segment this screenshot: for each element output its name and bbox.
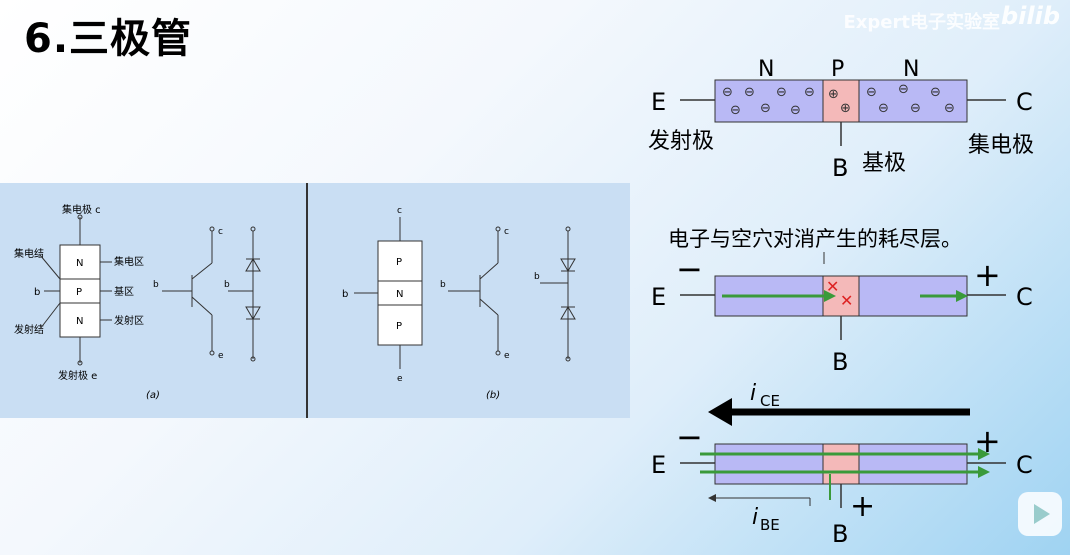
diagram-label: C	[1016, 451, 1033, 479]
diagram-label: N	[758, 57, 774, 82]
diagram-label: 基极	[862, 151, 906, 176]
diagram-label: b	[34, 287, 40, 298]
transistor-structure-panel: 集电极 c N P N 集电结 集电区 b 基区 发射结 发射区 发射极 e (…	[0, 183, 630, 418]
diagram-label: −	[676, 418, 703, 456]
svg-text:⊖: ⊖	[722, 85, 733, 100]
diagram-label: +	[850, 489, 875, 524]
emitter-junction-label: 发射结	[14, 323, 44, 336]
collector-junction-label: 集电结	[14, 247, 44, 260]
diagram-label: CE	[760, 392, 780, 410]
collector-top-label: 集电极 c	[62, 203, 101, 216]
svg-text:⊕: ⊕	[840, 101, 851, 116]
panel-divider	[306, 183, 308, 418]
diagram-label: b	[342, 289, 348, 300]
diagram-label: b	[534, 272, 540, 282]
diagram-label: P	[76, 287, 82, 298]
diagram-label: c	[218, 227, 223, 237]
npn-symbol	[162, 226, 215, 356]
bilibili-logo: bilib	[1000, 2, 1060, 30]
diagram-label: +	[974, 256, 1001, 294]
diagram-label: −	[676, 250, 703, 288]
diagram-currents: i CE − + + E C B i BE	[651, 381, 1033, 548]
svg-text:⊖: ⊖	[930, 85, 941, 100]
pnp-structure: c P N P b e (b)	[342, 206, 500, 401]
diagram-label: 电子与空穴对消产生的耗尽层。	[668, 227, 962, 251]
diode-equivalent-a	[228, 226, 261, 362]
diagram-label: i	[752, 505, 758, 530]
diagram-label: b	[224, 280, 230, 290]
diagram-depletion: 电子与空穴对消产生的耗尽层。 − + E C B ✕ ✕	[651, 227, 1033, 376]
diagram-label: B	[832, 348, 848, 376]
diagram-label: c	[504, 227, 509, 237]
svg-text:⊖: ⊖	[790, 103, 801, 118]
diagram-label: E	[651, 451, 666, 479]
svg-text:✕: ✕	[840, 291, 853, 310]
npn-structure: 集电极 c N P N 集电结 集电区 b 基区 发射结 发射区 发射极 e (…	[14, 203, 160, 401]
diagram-label: i	[750, 381, 756, 406]
diagram-label: E	[651, 88, 666, 116]
diagram-label: +	[974, 422, 1001, 460]
svg-text:⊕: ⊕	[828, 87, 839, 102]
diagram-label: P	[831, 57, 844, 82]
watermark-text: Expert电子实验室	[843, 12, 1000, 33]
npn-layer-bot	[59, 302, 101, 338]
svg-text:⊖: ⊖	[866, 85, 877, 100]
diagram-label: 基区	[114, 285, 134, 298]
diagram-label: BE	[760, 516, 780, 534]
diagram-label: P	[396, 321, 402, 332]
svg-text:⊖: ⊖	[910, 101, 921, 116]
diagram-label: B	[832, 154, 848, 182]
diagram-label: b	[153, 280, 159, 290]
diagram-label: E	[651, 283, 666, 311]
diagram-label: e	[397, 374, 403, 384]
diagram-label: N	[76, 258, 83, 269]
diagram-label: 集电极	[968, 133, 1034, 158]
diagram-label: (b)	[486, 390, 500, 401]
diagram-label: (a)	[146, 390, 160, 401]
diagram-label: N	[903, 57, 919, 82]
svg-text:⊖: ⊖	[730, 103, 741, 118]
svg-text:✕: ✕	[826, 277, 839, 296]
npn-layer-top	[59, 244, 101, 280]
svg-text:⊖: ⊖	[776, 85, 787, 100]
diagram-label: P	[396, 257, 402, 268]
diagram-label: e	[504, 351, 510, 361]
play-button[interactable]	[1018, 492, 1062, 536]
diagram-label: N	[76, 316, 83, 327]
diagram-label: 发射区	[114, 314, 144, 327]
slide-title: 6.三极管	[24, 16, 193, 62]
svg-text:⊖: ⊖	[898, 82, 909, 97]
diagram-label: e	[218, 351, 224, 361]
svg-text:⊖: ⊖	[944, 101, 955, 116]
pnp-symbol	[448, 226, 501, 356]
svg-text:⊖: ⊖	[878, 101, 889, 116]
diagram-npn-labeled: E C B N P N 发射极 基极 集电极 ⊖⊖⊖⊖ ⊖⊖⊖ ⊕⊕ ⊖⊖⊖ ⊖…	[648, 57, 1034, 182]
diagram-label: 集电区	[114, 255, 144, 268]
diagram-label: 发射极	[648, 129, 714, 154]
diagram-label: 发射极 e	[58, 369, 97, 382]
diagram-label: b	[440, 280, 446, 290]
diode-equivalent-b	[540, 226, 576, 362]
svg-text:⊖: ⊖	[804, 85, 815, 100]
svg-text:⊖: ⊖	[744, 85, 755, 100]
diagram-label: B	[832, 520, 848, 548]
diagram-label: N	[396, 289, 403, 300]
svg-text:⊖: ⊖	[760, 101, 771, 116]
diagram-label: c	[397, 206, 402, 216]
diagram-label: C	[1016, 88, 1033, 116]
diagram-label: C	[1016, 283, 1033, 311]
